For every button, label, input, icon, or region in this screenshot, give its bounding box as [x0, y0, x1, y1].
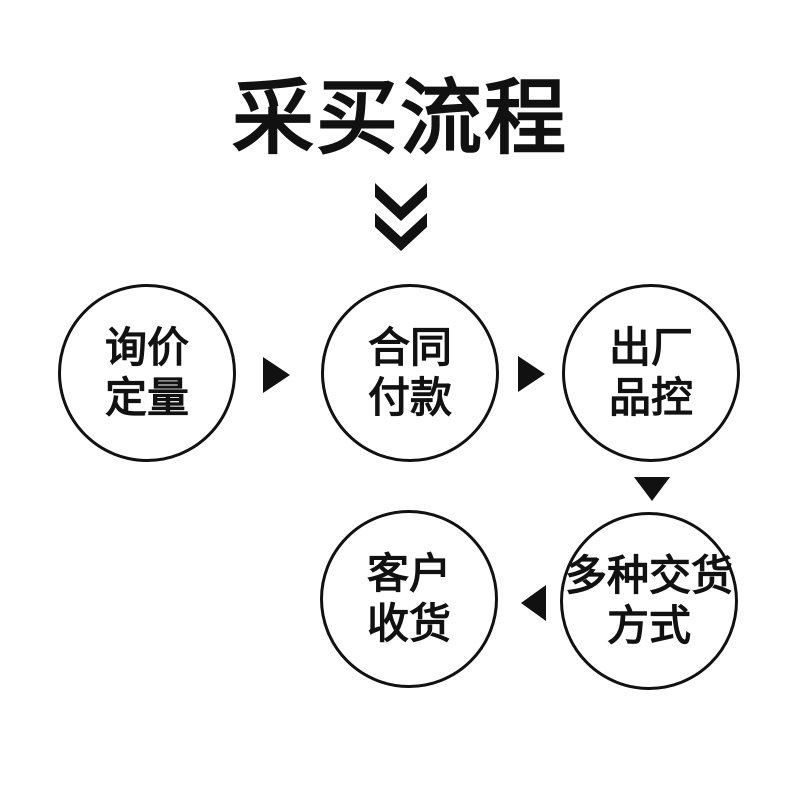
page-title: 采买流程 [231, 73, 568, 164]
double-chevron-down-icon [375, 183, 427, 251]
flow-step-delivery-methods: 多种交货 方式 [560, 512, 738, 690]
step-label-line: 方式 [606, 602, 691, 649]
flow-step-contract-payment: 合同 付款 [321, 284, 499, 462]
step-label-line: 品控 [608, 374, 693, 421]
step-label-line: 出厂 [608, 324, 693, 372]
flow-step-customer-receipt: 客户 收货 [320, 510, 498, 688]
arrow-right-icon [518, 356, 545, 392]
arrow-down-icon [634, 477, 670, 501]
step-label-line: 收货 [366, 600, 451, 647]
step-label-line: 多种交货 [564, 552, 733, 600]
step-label-line: 付款 [367, 374, 452, 421]
step-label-line: 客户 [366, 550, 451, 598]
flow-step-inquiry-quantity: 询价 定量 [58, 284, 236, 462]
arrow-right-icon [263, 357, 290, 393]
step-label-line: 定量 [104, 374, 189, 421]
step-label-line: 询价 [104, 324, 189, 372]
step-label-line: 合同 [367, 324, 452, 372]
flow-step-factory-qc: 出厂 品控 [562, 284, 740, 462]
arrow-left-icon [521, 585, 546, 621]
